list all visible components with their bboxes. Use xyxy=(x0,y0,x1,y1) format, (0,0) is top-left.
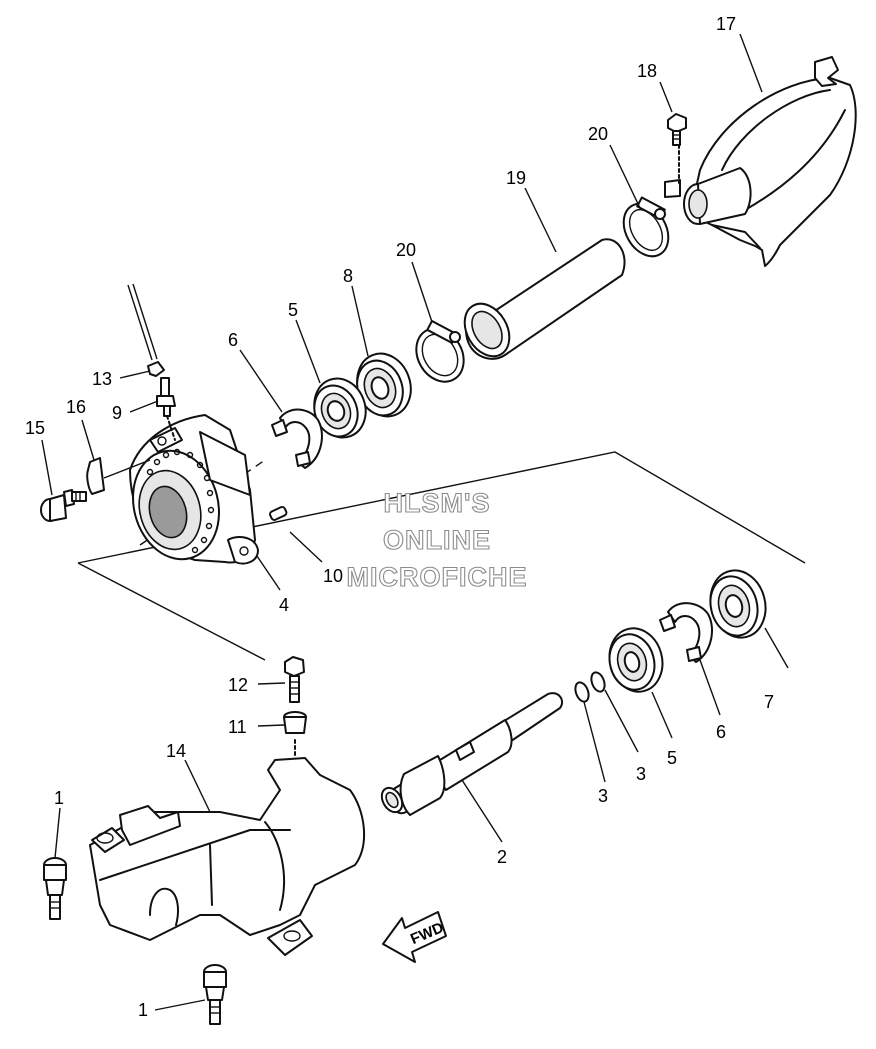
part-20-hose-clamp-upper xyxy=(622,196,670,258)
fwd-arrow-icon: FWD xyxy=(382,911,447,963)
housing-bolt-holes xyxy=(146,448,215,554)
label-17: 17 xyxy=(716,14,736,34)
part-9-grease-nipple xyxy=(156,377,176,441)
part-13-cable-end xyxy=(127,283,165,377)
part-6-circlip-upper xyxy=(271,408,323,469)
part-10-pin xyxy=(269,505,288,521)
watermark-line-1: HLSM'S xyxy=(384,488,491,518)
label-14: 14 xyxy=(166,741,186,761)
part-17-nozzle-cover xyxy=(664,56,857,267)
part-7-bearing xyxy=(709,569,767,639)
part-2-drive-shaft xyxy=(380,692,564,816)
watermark-line-2: ONLINE xyxy=(383,525,491,555)
label-20-lower: 20 xyxy=(396,240,416,260)
part-11-collar xyxy=(283,711,307,756)
part-20-hose-clamp-lower xyxy=(415,320,465,383)
part-19-hose xyxy=(463,238,626,360)
label-4: 4 xyxy=(279,595,289,615)
leader-lines xyxy=(41,33,789,1011)
watermark-line-3: MICROFICHE xyxy=(347,562,528,592)
part-16-plate xyxy=(86,457,151,495)
part-6-circlip-lower xyxy=(659,602,713,663)
label-1-top: 1 xyxy=(54,788,64,808)
part-4-housing xyxy=(129,414,259,565)
label-20-upper: 20 xyxy=(588,124,608,144)
label-11: 11 xyxy=(228,717,247,737)
label-1-bottom: 1 xyxy=(138,1000,148,1020)
label-18: 18 xyxy=(637,61,657,81)
label-6-lower: 6 xyxy=(716,722,726,742)
label-3-left: 3 xyxy=(598,786,608,806)
part-1-bolt-bottom xyxy=(203,964,227,1025)
part-8-bearing xyxy=(356,352,412,418)
watermark: HLSM'S ONLINE MICROFICHE xyxy=(346,487,528,592)
label-3-right: 3 xyxy=(636,764,646,784)
part-5-bearing-lower xyxy=(608,627,664,693)
label-16: 16 xyxy=(66,397,86,417)
part-3-o-rings xyxy=(574,671,606,703)
part-1-bolt-top xyxy=(43,857,67,920)
label-9: 9 xyxy=(112,403,122,423)
label-6-upper: 6 xyxy=(228,330,238,350)
label-13: 13 xyxy=(92,369,112,389)
part-14-intermediate-housing xyxy=(89,757,366,956)
label-10: 10 xyxy=(323,566,343,586)
part-18-bolt xyxy=(667,113,687,184)
assembly-bracket-outline xyxy=(77,451,806,661)
part-15-bolt xyxy=(40,489,87,522)
part-12-bolt xyxy=(284,656,305,703)
label-7: 7 xyxy=(764,692,774,712)
label-15: 15 xyxy=(25,418,45,438)
label-5-lower: 5 xyxy=(667,748,677,768)
part-number-labels: 17 18 20 19 20 8 5 6 13 9 16 15 10 4 7 6… xyxy=(25,14,774,1020)
label-19: 19 xyxy=(506,168,526,188)
label-8: 8 xyxy=(343,266,353,286)
label-5-upper: 5 xyxy=(288,300,298,320)
label-2: 2 xyxy=(497,847,507,867)
part-5-bearing-upper xyxy=(313,377,367,439)
label-12: 12 xyxy=(228,675,248,695)
